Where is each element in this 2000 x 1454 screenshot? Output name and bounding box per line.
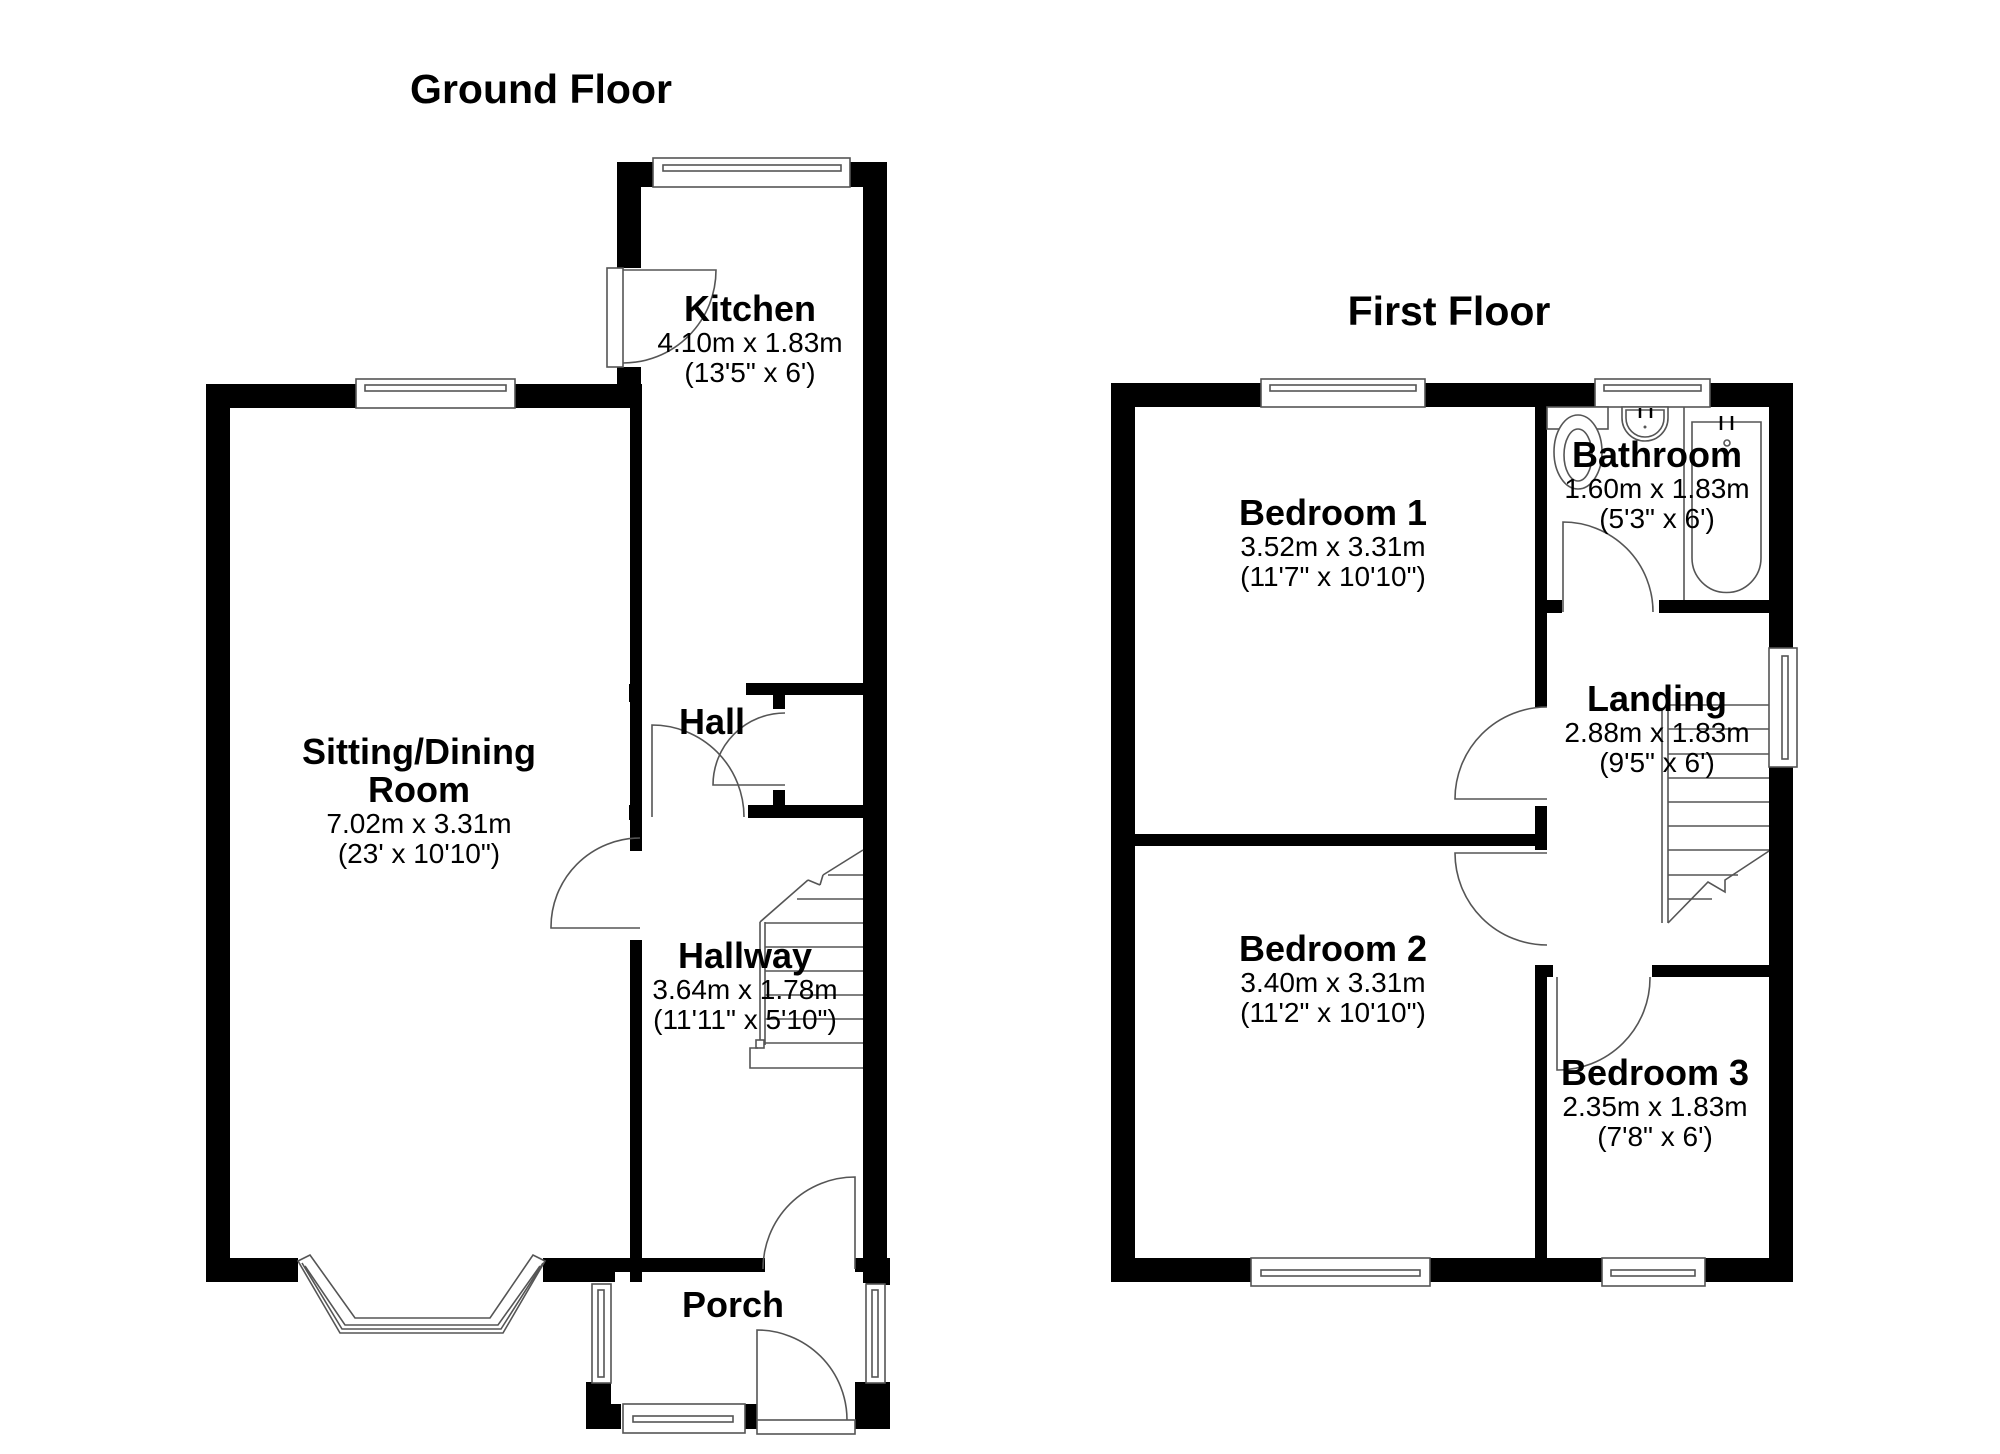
room-size-imperial: (9'5" x 6') [1599,747,1715,778]
window-icon [652,157,851,188]
toilet-icon [1546,406,1609,490]
first-floor-title: First Floor [1347,288,1551,334]
room-label-bedroom-3: Bedroom 3 2.35m x 1.83m (7'8" x 6') [1561,1054,1749,1152]
window-icon [1250,1257,1431,1287]
room-size-metric: 7.02m x 3.31m [326,808,512,839]
room-name: Hall [678,701,746,742]
door-swing-icon [1562,521,1654,613]
room-name: Bedroom 1 [1238,492,1428,533]
room-size-imperial: (23' x 10'10") [337,838,501,869]
door-swing-icon [651,724,745,818]
staircase-icon [749,849,864,1069]
room-size-metric: 4.10m x 1.83m [657,327,843,358]
room-size-metric: 3.64m x 1.78m [652,974,838,1005]
bath-icon [1683,407,1762,600]
room-label-hall: Hall [679,703,745,741]
room-name: Bathroom [1571,434,1742,475]
door-swing-icon [606,267,717,368]
window-icon [865,1283,886,1384]
room-name: Bedroom 2 [1238,928,1428,969]
window-icon [1594,378,1711,408]
window-icon [622,1403,746,1434]
room-size-imperial: (7'8" x 6') [1597,1121,1713,1152]
door-swing-icon [1556,976,1651,1071]
door-swing-icon [550,837,641,929]
door-swing-icon [762,1176,856,1270]
hall-cupboard-walls [746,683,864,818]
porch-walls [586,1258,890,1429]
window-icon [1601,1257,1706,1287]
wash-basin-icon [1621,406,1669,442]
room-name-line-1: Sitting/Dining [302,731,536,772]
room-label-sitting-dining-room: Sitting/Dining Room 7.02m x 3.31m (23' x… [302,733,536,869]
room-name: Landing [1587,678,1727,719]
room-size-metric: 3.52m x 3.31m [1240,531,1426,562]
room-label-landing: Landing 2.88m x 1.83m (9'5" x 6') [1564,680,1749,778]
room-size-imperial: (5'3" x 6') [1599,503,1715,534]
room-label-bedroom-1: Bedroom 1 3.52m x 3.31m (11'7" x 10'10") [1239,494,1427,592]
room-label-hallway: Hallway 3.64m x 1.78m (11'11" x 5'10") [652,937,837,1035]
ground-floor-plan [206,157,890,1435]
room-size-imperial: (11'11" x 5'10") [653,1004,837,1035]
kitchen-walls [617,162,887,1283]
room-label-bathroom: Bathroom 1.60m x 1.83m (5'3" x 6') [1564,436,1749,534]
room-size-metric: 3.40m x 3.31m [1240,967,1426,998]
room-name: Kitchen [683,288,817,329]
window-icon [1768,647,1798,768]
staircase-icon [1661,704,1770,924]
door-swing-icon [1454,706,1548,800]
door-swing-icon [1454,852,1548,946]
door-swing-icon [712,712,786,786]
room-size-imperial: (11'2" x 10'10") [1240,997,1426,1028]
room-size-metric: 1.60m x 1.83m [1564,473,1750,504]
room-name: Porch [681,1284,785,1325]
room-size-imperial: (13'5" x 6') [684,357,816,388]
window-icon [355,378,516,409]
window-icon [591,1283,612,1384]
room-name-line-2: Room [367,769,470,810]
room-size-metric: 2.88m x 1.83m [1564,717,1750,748]
room-label-porch: Porch [682,1286,784,1324]
window-icon [1260,378,1426,408]
bay-window-icon [296,1253,547,1334]
room-size-imperial: (11'7" x 10'10") [1240,561,1426,592]
room-label-bedroom-2: Bedroom 2 3.40m x 3.31m (11'2" x 10'10") [1239,930,1427,1028]
room-name: Hallway [677,935,813,976]
door-swing-icon [756,1329,856,1435]
first-floor-plan [1111,378,1798,1287]
room-size-metric: 2.35m x 1.83m [1562,1091,1748,1122]
room-name: Bedroom 3 [1560,1052,1750,1093]
room-label-kitchen: Kitchen 4.10m x 1.83m (13'5" x 6') [657,290,842,388]
ground-floor-title: Ground Floor [410,66,672,112]
